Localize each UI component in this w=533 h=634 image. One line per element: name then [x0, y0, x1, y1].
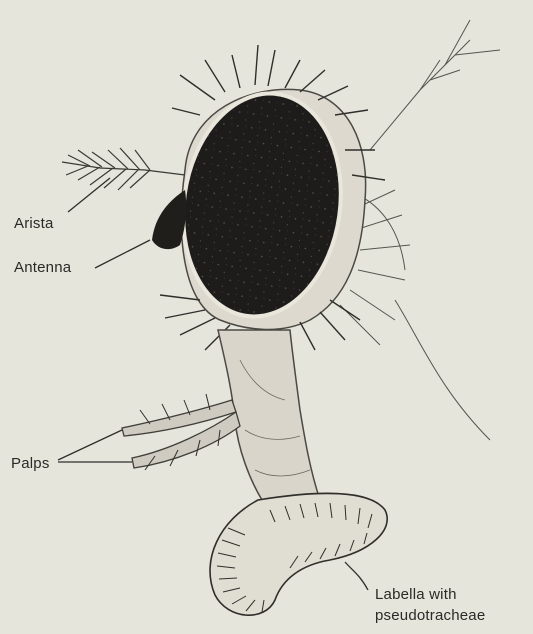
palps	[122, 394, 240, 470]
labella-leader	[345, 562, 368, 590]
arista-leader	[68, 178, 110, 212]
palps-leader-1	[58, 430, 122, 460]
antenna-leader	[95, 240, 150, 268]
arista	[62, 148, 185, 190]
labella	[210, 493, 387, 615]
antenna	[152, 190, 186, 249]
palps-label: Palps	[11, 455, 50, 472]
labella-label-line1: Labella with	[375, 586, 457, 603]
arista-label: Arista	[14, 215, 54, 232]
labella-label-line2: pseudotracheae	[375, 607, 485, 624]
antenna-label: Antenna	[14, 259, 71, 276]
head-back-hairs	[340, 20, 500, 440]
